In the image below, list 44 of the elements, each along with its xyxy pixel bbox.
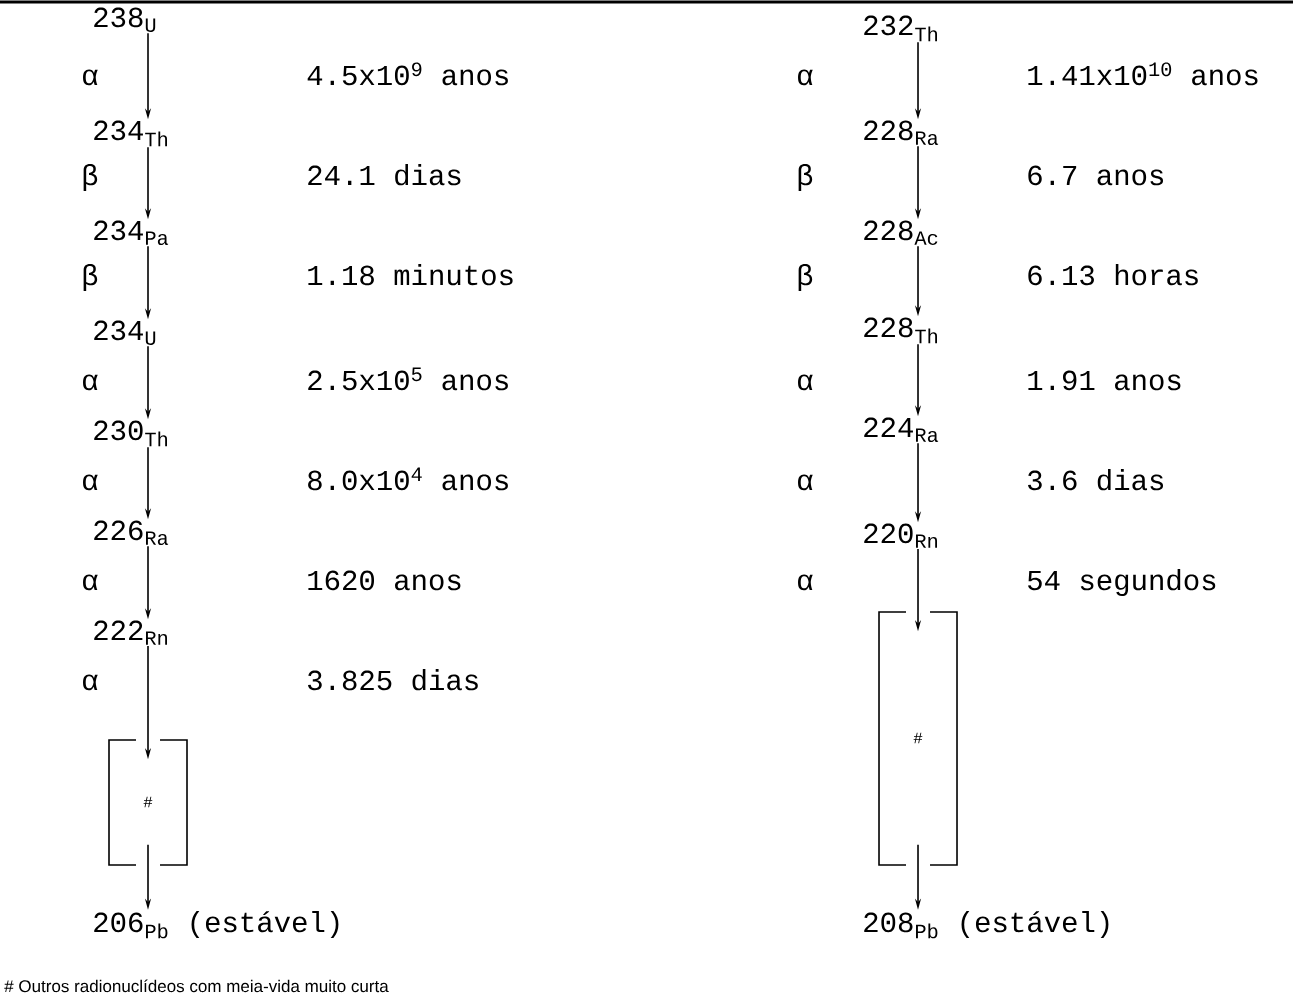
nuclide-label: 208$_{Pb}$ (estável) — [864, 911, 1109, 939]
half-life-label: 2.5x10$^{5}$ anos — [308, 367, 508, 391]
decay-mode-label: α — [83, 374, 98, 391]
bracket-box: # — [878, 611, 958, 866]
half-life-label: 8.0x10$^{4}$ anos — [308, 467, 508, 491]
nuclide-label: 234$_{Th}$ — [94, 120, 167, 147]
half-life-label: 3.825 dias — [308, 669, 478, 691]
decay-mode-label: α — [798, 374, 813, 391]
nuclide-label: 222$_{Rn}$ — [94, 620, 167, 645]
decay-mode-label: β — [798, 264, 813, 292]
nuclide-label: 226$_{Ra}$ — [94, 520, 169, 545]
half-life-label: 1620 anos — [308, 570, 461, 591]
half-life-label: 3.6 dias — [1028, 469, 1163, 491]
nuclide-label: 238$_{U}$ — [94, 7, 156, 32]
footnote: # Outros radionuclídeos com meia-vida muito curta — [4, 979, 389, 993]
bracket-box: # — [108, 739, 188, 866]
half-life-label: 4.5x10$^{9}$ anos — [307, 62, 508, 86]
half-life-label: 1.18 minutos — [308, 264, 513, 286]
half-life-label: 6.13 horas — [1028, 264, 1198, 286]
half-life-label: 1.41x10$^{10}$ anos — [1028, 62, 1258, 86]
half-life-label: 1.91 anos — [1028, 370, 1181, 391]
nuclide-label: 228$_{Ac}$ — [864, 220, 938, 245]
decay-mode-label: α — [83, 474, 98, 491]
decay-mode-label: α — [83, 574, 98, 591]
nuclide-label: 224$_{Ra}$ — [864, 417, 939, 442]
decay-mode-label: β — [83, 264, 98, 292]
nuclide-label: 228$_{Ra}$ — [864, 120, 939, 145]
half-life-label: 6.7 anos — [1028, 165, 1163, 186]
nuclide-label: 232$_{Th}$ — [864, 15, 937, 42]
half-life-label: 24.1 dias — [308, 164, 461, 186]
nuclide-label: 234$_{Pa}$ — [94, 220, 169, 245]
nuclide-label: 228$_{Th}$ — [864, 317, 937, 344]
decay-mode-label: α — [798, 474, 813, 491]
nuclide-label: 234$_{U}$ — [94, 320, 156, 345]
decay-mode-label: α — [83, 69, 98, 86]
nuclide-label: 206$_{Pb}$ (estável) — [94, 911, 339, 939]
nuclide-label: 220$_{Rn}$ — [864, 523, 937, 548]
decay-mode-label: β — [83, 164, 98, 192]
half-life-label: 54 segundos — [1028, 569, 1216, 596]
decay-mode-label: α — [83, 674, 98, 691]
decay-mode-label: α — [798, 574, 813, 591]
decay-mode-label: β — [798, 164, 813, 192]
decay-mode-label: α — [798, 69, 813, 86]
nuclide-label: 230$_{Th}$ — [94, 420, 167, 447]
